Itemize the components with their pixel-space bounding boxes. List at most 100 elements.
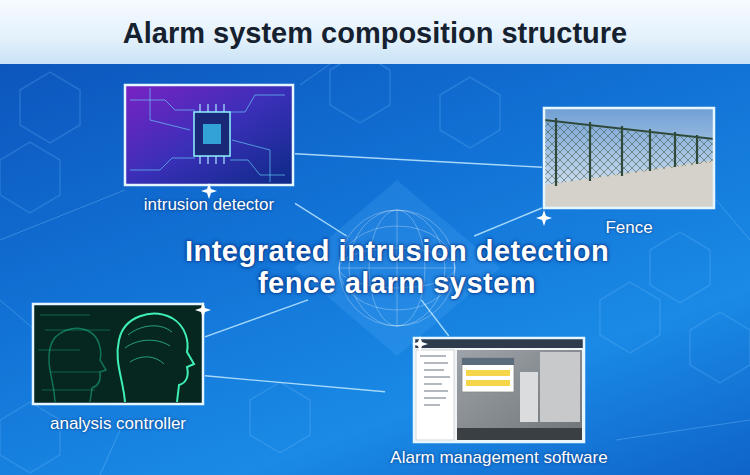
web-lines-part [616, 420, 750, 440]
head-illustration-part [125, 326, 172, 364]
hexagon-pattern-part [440, 77, 500, 148]
software-screenshot [414, 338, 584, 442]
software-screenshot-part [462, 358, 514, 392]
image-tile: Fence [542, 106, 716, 238]
software-screenshot-part [520, 372, 538, 422]
web-lines [0, 64, 750, 475]
web-lines-part [300, 64, 330, 85]
chip-illustration-part-part [199, 104, 200, 112]
head-illustration-part [33, 304, 203, 404]
fence-illustration-part [556, 118, 697, 186]
head-illustration [33, 304, 203, 404]
fence-illustration-part-part [555, 118, 557, 186]
software-screenshot-part-part [424, 404, 440, 406]
diagram-title: Alarm system composition structure [0, 0, 750, 64]
fence-illustration-part-part [621, 126, 623, 176]
chip-illustration-part [130, 88, 285, 182]
web-lines-part [100, 430, 120, 475]
head-illustration-part-part [45, 330, 110, 331]
hub-label: Integrated intrusion detection fence ala… [185, 235, 609, 299]
sparkles-part [195, 302, 211, 318]
chip-illustration-part-part [223, 104, 224, 112]
connector-line [205, 376, 385, 392]
software-screenshot-part [416, 350, 454, 440]
software-screenshot-part-part [424, 362, 448, 364]
head-illustration-part-part [42, 390, 95, 391]
chip-illustration-part-part [215, 104, 216, 112]
chip-illustration-part [194, 112, 230, 156]
chip-illustration-part-part [230, 160, 285, 175]
tile-caption: analysis controller [31, 414, 205, 434]
chip-illustration-part-part [130, 100, 195, 110]
software-screenshot-part [540, 352, 580, 422]
chip-illustration-part-part [199, 156, 200, 164]
web-lines-part [0, 300, 35, 330]
connector-line [295, 203, 347, 236]
head-illustration-part-part [125, 340, 170, 348]
chip-illustration-part-part [223, 156, 224, 164]
fence-illustration-part [544, 120, 714, 139]
software-screenshot-part-part [420, 355, 446, 357]
chip-illustration-part-part [130, 158, 195, 170]
hexagon-pattern-part [0, 142, 60, 213]
software-screenshot-part [457, 428, 582, 440]
fence-illustration-part-part [674, 132, 676, 167]
image-tile: Alarm management software [385, 336, 613, 468]
hexagon-pattern-part [20, 72, 80, 143]
head-illustration-part [118, 314, 194, 402]
software-screenshot-part [414, 338, 584, 442]
chip-illustration-part-part [150, 88, 190, 130]
software-screenshot-part-part [424, 390, 448, 392]
software-screenshot-part-part [424, 397, 446, 399]
fence-illustration-part [544, 108, 714, 208]
software-screenshot-part-part [424, 369, 444, 371]
chip-illustration-part [125, 85, 293, 185]
chip-illustration [125, 85, 293, 185]
connector-line [205, 300, 308, 337]
software-screenshot-part [466, 380, 510, 386]
chip-illustration-part-part [207, 156, 208, 164]
software-screenshot-part [457, 350, 582, 440]
hexagon-pattern-part [650, 232, 710, 303]
software-screenshot-part [420, 356, 450, 405]
sparkles-part [536, 210, 552, 226]
head-illustration-part-part [128, 326, 172, 335]
head-illustration-part [49, 329, 106, 402]
head-illustration-part-part [130, 357, 164, 364]
hexagon-pattern-part [250, 382, 310, 453]
hexagon-pattern-part [600, 282, 660, 353]
head-illustration-part [33, 304, 203, 404]
fence-illustration-part [544, 108, 714, 208]
software-screenshot-part-part [424, 376, 450, 378]
fence-illustration [544, 108, 714, 208]
software-screenshot-part [414, 338, 584, 348]
head-illustration-part-part [50, 372, 100, 373]
web-lines-part [716, 200, 750, 240]
chip-illustration-part-part [215, 156, 216, 164]
chip-illustration-part-part [230, 95, 285, 112]
chip-illustration-part-part [207, 104, 208, 112]
sparkles-part [412, 336, 428, 352]
chip-illustration-part [125, 85, 293, 185]
hub-title: Integrated intrusion detection fence ala… [181, 236, 614, 300]
fence-illustration-part [544, 122, 714, 185]
hexagon-pattern-part [690, 312, 750, 383]
connector-line [295, 154, 542, 168]
web-lines-part [0, 190, 125, 240]
fence-illustration-part-part [649, 129, 651, 171]
hexagon-pattern [0, 52, 750, 473]
head-illustration-part-part [38, 350, 80, 351]
image-tile: intrusion detector [123, 83, 295, 215]
tile-caption: intrusion detector [123, 195, 295, 215]
image-tile: analysis controller [31, 302, 205, 434]
connector-line [474, 208, 542, 236]
fence-illustration-part-part [589, 122, 591, 181]
connector-line [421, 300, 449, 336]
software-screenshot-part [466, 370, 510, 376]
chip-illustration-part-part [232, 140, 270, 182]
hexagon-pattern-part [0, 402, 60, 473]
tile-caption: Alarm management software [385, 448, 613, 468]
software-screenshot-part [414, 338, 584, 442]
fence-illustration-part-part [696, 135, 698, 164]
